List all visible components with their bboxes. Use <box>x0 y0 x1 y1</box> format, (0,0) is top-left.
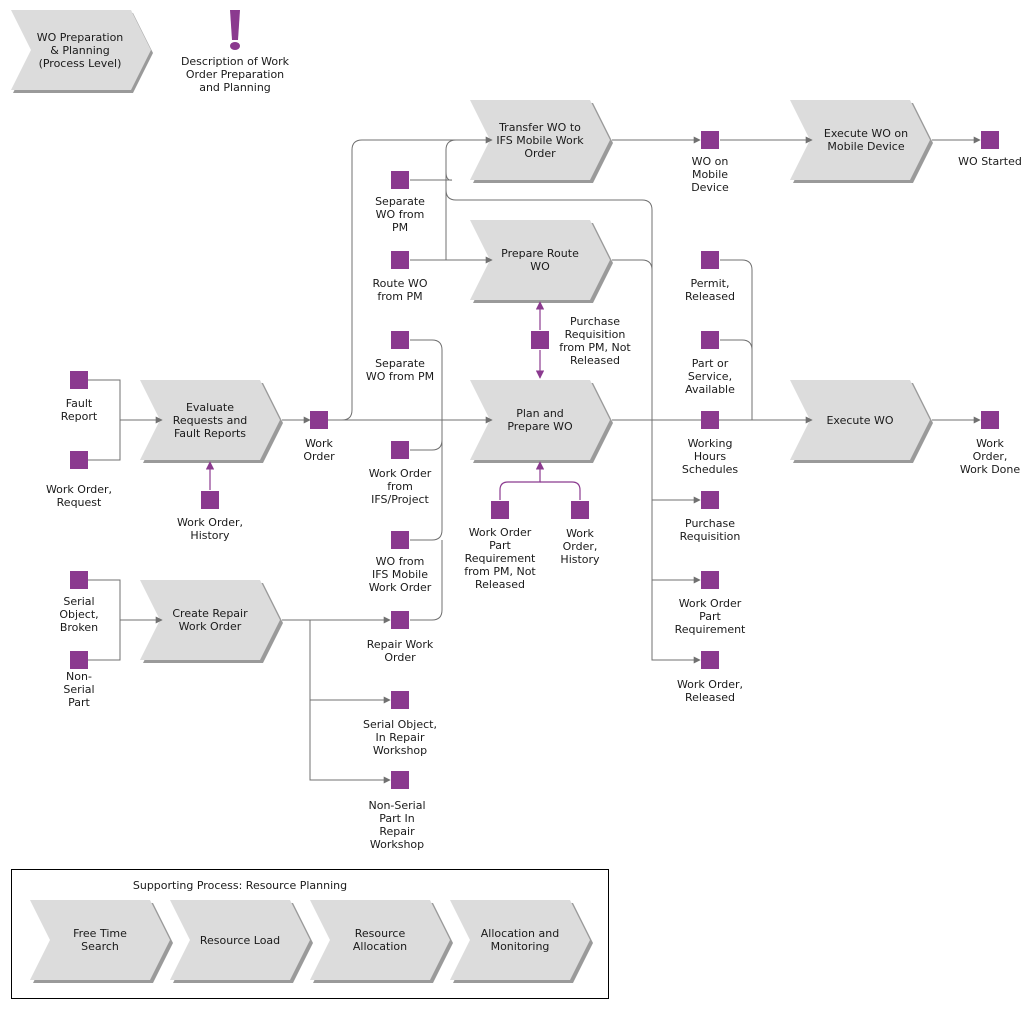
wo-released-object[interactable] <box>701 651 719 669</box>
wo-history-object[interactable] <box>201 491 219 509</box>
wo-history-2-object[interactable] <box>571 501 589 519</box>
process-evaluate <box>140 380 283 463</box>
flow-part-to-execute <box>720 339 753 420</box>
info-partreq-to-plan <box>499 461 545 500</box>
wo-started-object[interactable] <box>981 131 999 149</box>
repair-wo-label: Repair Work Order <box>366 638 434 664</box>
serial-workshop-object[interactable] <box>391 691 409 709</box>
support-resource-allocation <box>310 900 453 983</box>
part-service-label: Part or Service, Available <box>685 357 735 396</box>
supporting-process-frame <box>11 869 609 999</box>
non-serial-part-label: Non- Serial Part <box>63 670 95 709</box>
flow-nonserial-to-create <box>88 620 121 661</box>
flow-prepare-to-bus <box>612 259 653 420</box>
process-execute <box>790 380 933 463</box>
process-prepare-route <box>470 220 613 303</box>
wo-request-label: Work Order, Request <box>45 483 113 509</box>
flow-permit-to-execute <box>720 259 753 420</box>
wo-history-2-label: Work Order, History <box>560 527 600 566</box>
working-hours-object[interactable] <box>701 411 719 429</box>
fault-report-object[interactable] <box>70 371 88 389</box>
separate-wo-pm-object[interactable] <box>391 171 409 189</box>
serial-workshop-label: Serial Object, In Repair Workshop <box>363 718 437 757</box>
wo-part-req-pm-label: Work Order Part Requirement from PM, Not… <box>464 526 536 591</box>
wo-done-object[interactable] <box>981 411 999 429</box>
wo-released-label: Work Order, Released <box>676 678 744 704</box>
process-execute-mobile <box>790 100 933 183</box>
repair-wo-object[interactable] <box>391 611 409 629</box>
supporting-process-title: Supporting Process: Resource Planning <box>132 879 348 892</box>
process-create-repair <box>140 580 283 663</box>
serial-broken-label: Serial Object, Broken <box>59 595 99 634</box>
description-label: Description of Work Order Preparation an… <box>180 55 290 94</box>
control-flows <box>88 136 981 784</box>
wo-ifs-mobile-label: WO from IFS Mobile Work Order <box>368 555 432 594</box>
wo-started-label: WO Started <box>958 155 1022 168</box>
nonserial-workshop-object[interactable] <box>391 771 409 789</box>
flow-project-to-plan <box>410 420 443 451</box>
separate-wo-pm-2-object[interactable] <box>391 331 409 349</box>
nonserial-workshop-label: Non-Serial Part In Repair Workshop <box>368 799 426 851</box>
fault-report-label: Fault Report <box>60 397 98 423</box>
work-order-object[interactable] <box>310 411 328 429</box>
wo-ifs-project-label: Work Order from IFS/Project <box>368 467 432 506</box>
process-plan-prepare <box>470 380 613 463</box>
flow-repair-to-plan <box>410 540 443 621</box>
flow-fault-to-evaluate <box>88 379 163 424</box>
wo-history-label: Work Order, History <box>176 516 244 542</box>
flow-workorder-to-transfer <box>341 136 493 421</box>
flow-separate-pm2-to-plan <box>410 339 443 420</box>
wo-part-req-label: Work Order Part Requirement <box>674 597 746 636</box>
route-wo-pm-object[interactable] <box>391 251 409 269</box>
support-allocation-monitoring <box>450 900 593 983</box>
wo-mobile-label: WO on Mobile Device <box>691 155 729 194</box>
flow-request-to-evaluate <box>88 420 121 461</box>
permit-label: Permit, Released <box>685 277 735 303</box>
support-free-time <box>30 900 173 983</box>
wo-ifs-project-object[interactable] <box>391 441 409 459</box>
info-history2-to-plan <box>540 481 581 500</box>
exclamation-icon <box>230 10 240 50</box>
flow-serial-to-create <box>88 579 163 624</box>
wo-mobile-object[interactable] <box>701 131 719 149</box>
non-serial-part-object[interactable] <box>70 651 88 669</box>
process-level-chevron <box>11 10 153 93</box>
wo-part-req-object[interactable] <box>701 571 719 589</box>
working-hours-label: Working Hours Schedules <box>681 437 739 476</box>
wo-ifs-mobile-object[interactable] <box>391 531 409 549</box>
process-transfer <box>470 100 613 183</box>
route-wo-pm-label: Route WO from PM <box>372 277 428 303</box>
purchase-req-pm-label: Purchase Requisition from PM, Not Releas… <box>559 315 631 367</box>
purchase-req-object[interactable] <box>701 491 719 509</box>
part-service-object[interactable] <box>701 331 719 349</box>
purchase-req-pm-object[interactable] <box>531 331 549 349</box>
support-resource-load <box>170 900 313 983</box>
permit-object[interactable] <box>701 251 719 269</box>
separate-wo-pm-2-label: Separate WO from PM <box>365 357 435 383</box>
process-shapes <box>11 10 933 983</box>
separate-wo-pm-label: Separate WO from PM <box>375 195 425 234</box>
flow-separate-pm-to-transfer <box>410 139 457 181</box>
purchase-req-label: Purchase Requisition <box>679 517 741 543</box>
flow-separate-to-release-bus <box>445 150 701 664</box>
flow-plan-to-part-req <box>651 500 701 584</box>
flow-mobile-to-plan <box>410 440 443 541</box>
wo-part-req-pm-object[interactable] <box>491 501 509 519</box>
work-order-label: Work Order <box>303 437 335 463</box>
wo-request-object[interactable] <box>70 451 88 469</box>
wo-done-label: Work Order, Work Done <box>959 437 1021 476</box>
serial-broken-object[interactable] <box>70 571 88 589</box>
info-flows <box>205 301 581 500</box>
flow-create-to-nonserial-workshop <box>309 700 391 784</box>
